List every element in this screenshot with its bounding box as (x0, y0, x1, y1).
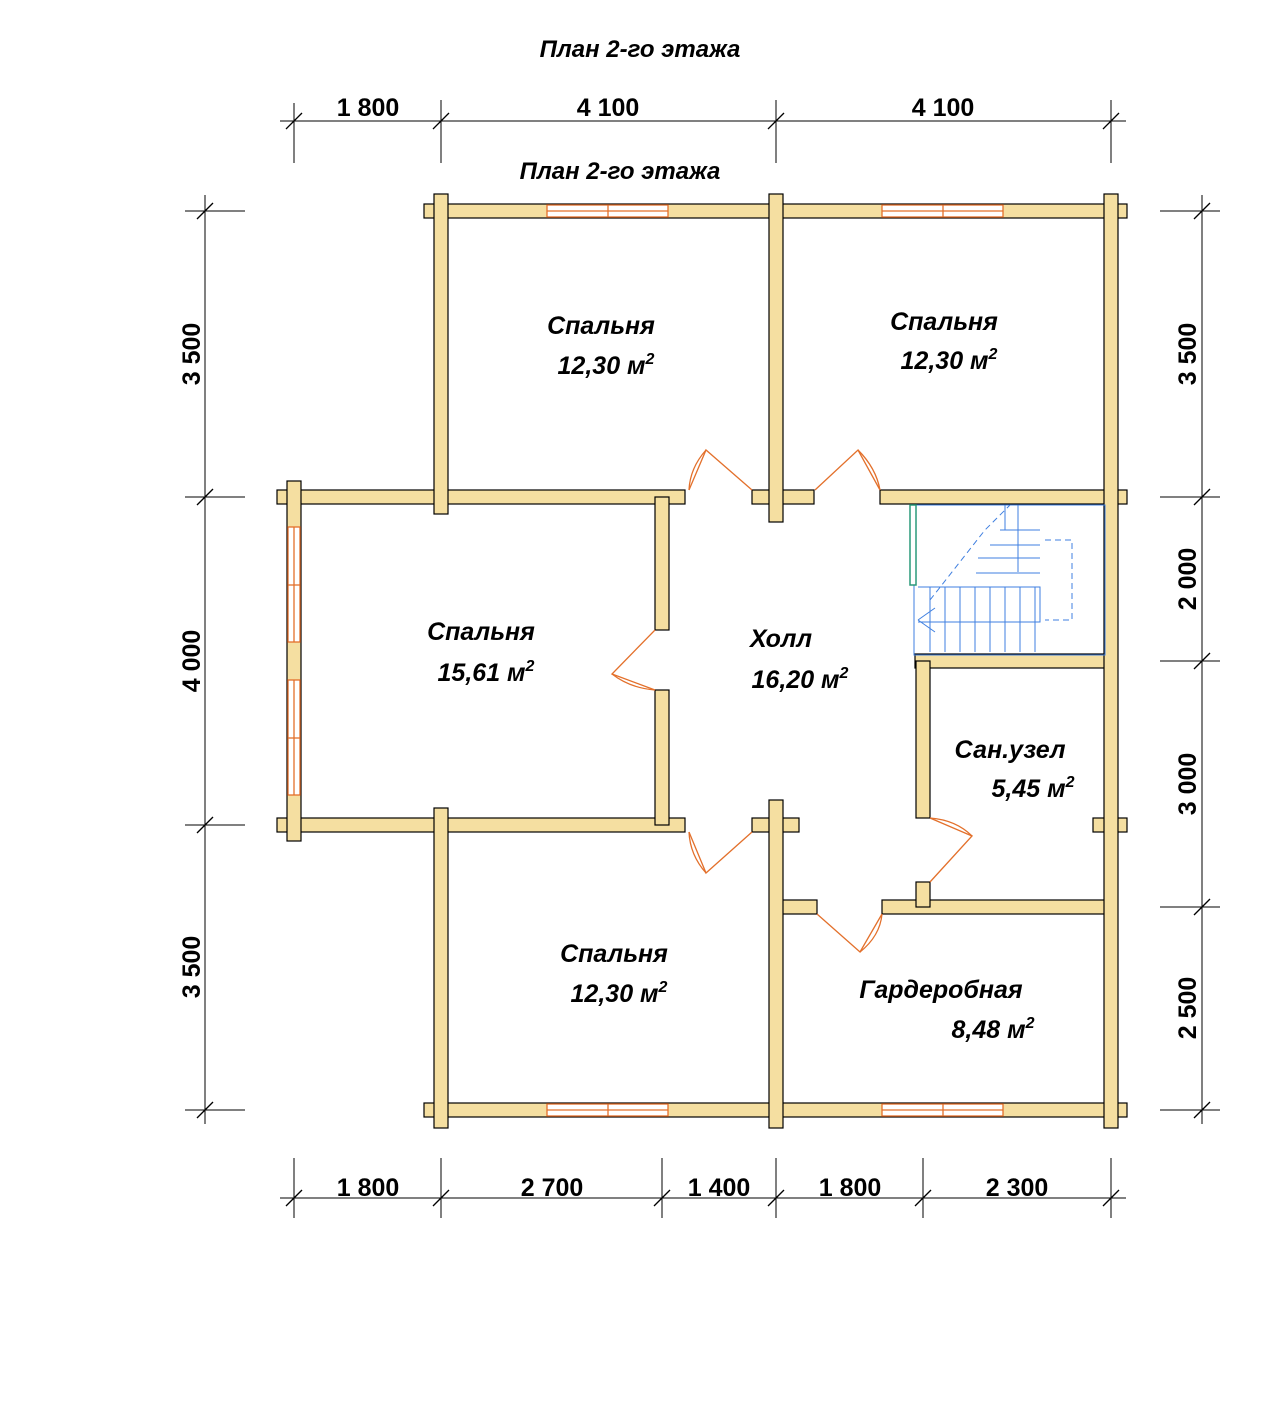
dim-top-1: 1 800 (337, 94, 400, 122)
room-area: 12,30 м2 (901, 346, 998, 375)
room-name: Сан.узел (954, 736, 1065, 764)
room-name: Спальня (890, 308, 998, 336)
dimension-lines (185, 100, 1220, 1218)
dim-top-3: 4 100 (912, 94, 975, 122)
dim-left-1: 3 500 (178, 323, 206, 386)
plan-title: План 2-го этажа (540, 36, 741, 63)
room-name: Холл (748, 625, 813, 653)
dim-left-2: 4 000 (178, 630, 206, 693)
windows (287, 204, 1004, 1117)
room-name: Спальня (547, 312, 655, 340)
door-bedroom-1 (688, 448, 753, 491)
dim-right-2: 2 000 (1174, 548, 1202, 611)
door-bedroom-3 (610, 629, 656, 691)
dim-bottom-5: 2 300 (986, 1174, 1049, 1202)
plan-subtitle: План 2-го этажа (520, 158, 721, 185)
dim-bottom-4: 1 800 (819, 1174, 882, 1202)
room-area: 8,48 м2 (951, 1015, 1034, 1044)
dim-right-3: 3 000 (1174, 753, 1202, 816)
door-bedroom-2 (814, 448, 881, 491)
dim-right-4: 2 500 (1174, 977, 1202, 1040)
door-wardrobe (816, 913, 883, 954)
room-area: 15,61 м2 (438, 658, 535, 687)
dim-bottom-2: 2 700 (521, 1174, 584, 1202)
dim-top-2: 4 100 (577, 94, 640, 122)
dim-bottom-3: 1 400 (688, 1174, 751, 1202)
staircase (909, 504, 1106, 656)
dim-left-3: 3 500 (178, 936, 206, 999)
room-name: Спальня (427, 618, 535, 646)
dim-bottom-1: 1 800 (337, 1174, 400, 1202)
door-bathroom (929, 817, 974, 883)
room-area: 5,45 м2 (991, 774, 1074, 803)
room-labels: Спальня 12,30 м2 Спальня 12,30 м2 Спальн… (427, 308, 1074, 1044)
stair-railing (909, 504, 917, 586)
room-area: 12,30 м2 (558, 351, 655, 380)
room-area: 16,20 м2 (752, 665, 849, 694)
room-name: Спальня (560, 940, 668, 968)
room-name: Гардеробная (859, 976, 1023, 1004)
door-bedroom-4 (688, 831, 753, 875)
room-area: 12,30 м2 (571, 979, 668, 1008)
dimension-labels: 1 800 4 100 4 100 1 800 2 700 1 400 1 80… (178, 94, 1202, 1202)
doors (610, 448, 974, 954)
dim-right-1: 3 500 (1174, 323, 1202, 386)
